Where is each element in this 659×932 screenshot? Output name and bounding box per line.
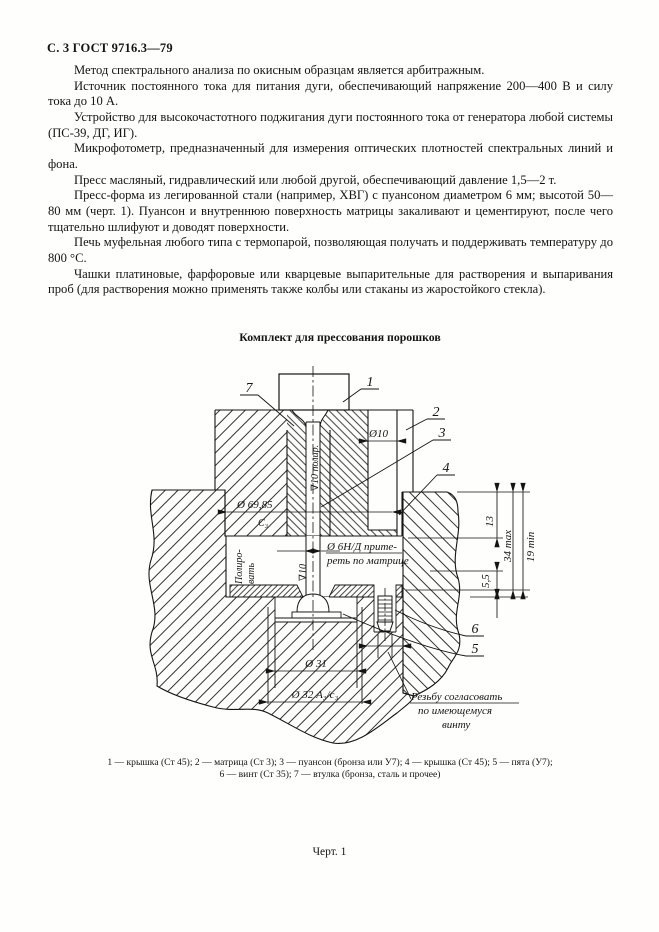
note-rod-finish: ∇10 полир. xyxy=(310,445,321,491)
note-thread-2: по имеющемуся xyxy=(418,705,492,717)
part-label-5: 5 xyxy=(472,642,479,657)
drawing-texts: 7 1 2 3 4 6 5 Ø10 Ø 69,85 С₃ Ø 31 Ø 32 А… xyxy=(234,375,537,731)
paragraph: Печь муфельная любого типа с термопарой,… xyxy=(48,235,613,265)
note-polish-2: вать xyxy=(246,563,257,584)
leader-lines xyxy=(240,388,484,657)
note-thread-1: Резьбу согласовать xyxy=(410,691,502,703)
bottom-cover-strip xyxy=(229,584,403,598)
paragraph: Пресс масляный, гидравлический или любой… xyxy=(74,172,557,187)
figure-title: Комплект для прессования порошков xyxy=(239,330,441,344)
part-label-6: 6 xyxy=(472,622,479,637)
paragraph: Устройство для высокочастотного поджиган… xyxy=(48,109,613,140)
figure-caption: 1 — крышка (Ст 45); 2 — матрица (Ст 3); … xyxy=(30,757,630,781)
paragraph: Метод спектрального анализа по окисным о… xyxy=(74,63,485,77)
dimension-lines xyxy=(217,438,530,705)
page-header: С. 3 ГОСТ 9716.3—79 xyxy=(47,41,173,55)
body-text: Метод спектрального анализа по окисным о… xyxy=(48,63,613,298)
screw-part6 xyxy=(373,588,397,642)
paragraph: Пресс-форма из легированной стали (напри… xyxy=(48,188,613,234)
note-polish-1: Полиро- xyxy=(234,549,245,585)
paragraph: Чашки платиновые, фарфоровые или кварцев… xyxy=(48,266,613,297)
caption-line-2: 6 — винт (Ст 35); 7 — втулка (бронза, ст… xyxy=(219,769,441,781)
figure-number: Черт. 1 xyxy=(312,846,347,858)
dim-d69: Ø 69,85 xyxy=(236,499,273,511)
dim-c3: С₃ xyxy=(258,518,269,529)
paragraph: Микрофотометр, предназначенный для измер… xyxy=(48,141,613,171)
dim-d10: Ø10 xyxy=(368,428,388,440)
dim-d31: Ø 31 xyxy=(304,658,327,670)
note-thread-3: винту xyxy=(442,719,470,731)
top-cover-part1 xyxy=(278,373,350,411)
part-label-7: 7 xyxy=(246,381,254,396)
paragraph: Источник постоянного тока для питания ду… xyxy=(48,78,613,109)
dim-34max: 34 max xyxy=(502,530,514,563)
part-label-3: 3 xyxy=(438,426,446,441)
part-label-1: 1 xyxy=(367,375,374,390)
part-label-4: 4 xyxy=(443,461,450,476)
technical-drawing: 7 1 2 3 4 6 5 Ø10 Ø 69,85 С₃ Ø 31 Ø 32 А… xyxy=(148,366,537,744)
note-rod-finish-2: ∇10 xyxy=(298,564,309,581)
dim-d32: Ø 32 А₃/с₃ xyxy=(291,689,339,701)
matrix-section xyxy=(214,409,414,537)
caption-line-1: 1 — крышка (Ст 45); 2 — матрица (Ст 3); … xyxy=(107,757,553,768)
dim-55: 5,5 xyxy=(480,574,492,588)
dim-19min: 19 min xyxy=(525,531,537,562)
part-label-2: 2 xyxy=(433,405,440,420)
note-fit-2: реть по матрице xyxy=(326,555,409,567)
note-fit-1: Ø 6Н/Д прите- xyxy=(326,541,397,553)
dim-13: 13 xyxy=(484,516,496,528)
